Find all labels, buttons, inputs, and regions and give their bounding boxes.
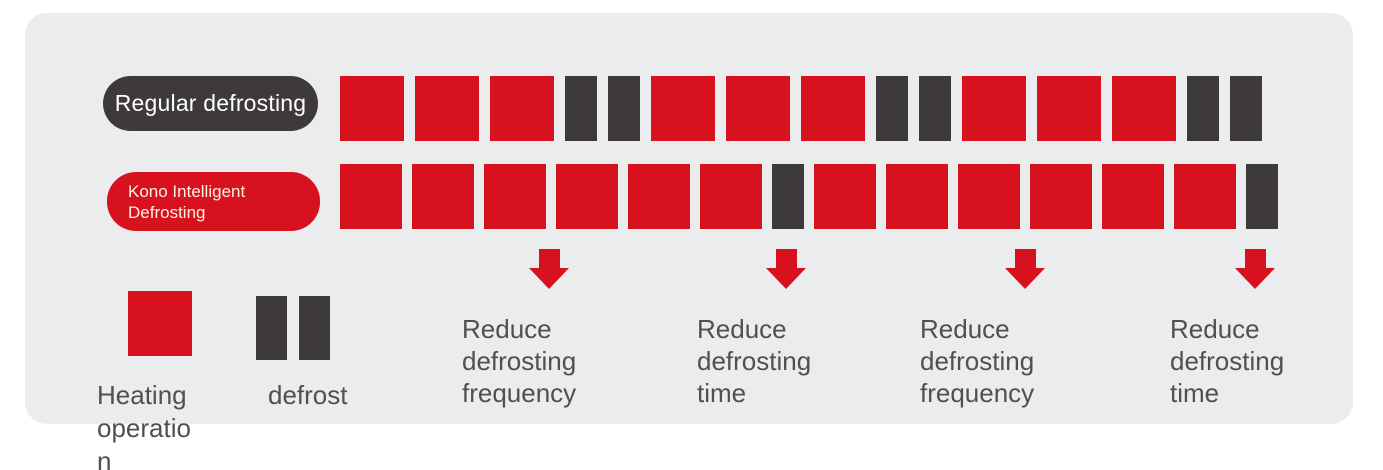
- kono-defrosting-timeline: [340, 164, 1278, 229]
- defrost-block: [876, 76, 908, 141]
- arrow-stem: [1014, 249, 1036, 268]
- defrost-block: [608, 76, 640, 141]
- legend-defrost-label: defrost: [268, 380, 348, 410]
- annotation-label: Reduce defrosting time: [697, 314, 812, 408]
- arrow-head: [529, 268, 569, 289]
- heating-block: [1102, 164, 1164, 229]
- heating-block: [1037, 76, 1101, 141]
- regular-defrosting-timeline: [340, 76, 1262, 141]
- heating-block: [651, 76, 715, 141]
- down-arrow-icon: [766, 249, 806, 289]
- arrow-head: [1005, 268, 1045, 289]
- heating-block: [1174, 164, 1236, 229]
- heating-block: [958, 164, 1020, 229]
- defrost-block: [919, 76, 951, 141]
- annotation-label: Reduce defrosting frequency: [920, 314, 1035, 408]
- defrost-block: [1246, 164, 1278, 229]
- heating-block: [814, 164, 876, 229]
- down-arrow-icon: [1235, 249, 1275, 289]
- defrost-block: [772, 164, 804, 229]
- annotation-label: Reduce defrosting frequency: [462, 314, 577, 408]
- heating-block: [340, 76, 404, 141]
- heating-block: [484, 164, 546, 229]
- heating-block: [1112, 76, 1176, 141]
- legend-heating-swatch: [128, 291, 192, 356]
- heating-block: [412, 164, 474, 229]
- kono-defrosting-pill-label: Kono Intelligent Defrosting: [128, 181, 246, 222]
- defrost-block: [1230, 76, 1262, 141]
- arrow-head: [766, 268, 806, 289]
- down-arrow-icon: [1005, 249, 1045, 289]
- heating-block: [962, 76, 1026, 141]
- kono-defrosting-pill: Kono Intelligent Defrosting: [107, 172, 320, 231]
- annotation-label: Reduce defrosting time: [1170, 314, 1285, 408]
- heating-block: [556, 164, 618, 229]
- defrost-block: [565, 76, 597, 141]
- defrost-bar: [299, 296, 330, 360]
- defrost-block: [1187, 76, 1219, 141]
- arrow-head: [1235, 268, 1275, 289]
- heating-block: [340, 164, 402, 229]
- heating-block: [1030, 164, 1092, 229]
- arrow-stem: [538, 249, 560, 268]
- arrow-stem: [775, 249, 797, 268]
- legend-heating-label: Heating operation: [97, 380, 191, 470]
- arrow-stem: [1244, 249, 1266, 268]
- background-panel: Regular defrosting Kono Intelligent Defr…: [25, 13, 1353, 470]
- heating-block: [490, 76, 554, 141]
- heating-block: [726, 76, 790, 141]
- heating-block: [801, 76, 865, 141]
- heating-block: [886, 164, 948, 229]
- heating-block: [628, 164, 690, 229]
- defrost-bar: [256, 296, 287, 360]
- legend-defrost-swatch: [256, 296, 330, 360]
- down-arrow-icon: [529, 249, 569, 289]
- regular-defrosting-pill: Regular defrosting: [103, 76, 318, 131]
- heating-block: [700, 164, 762, 229]
- regular-defrosting-pill-label: Regular defrosting: [114, 90, 307, 116]
- heating-block: [415, 76, 479, 141]
